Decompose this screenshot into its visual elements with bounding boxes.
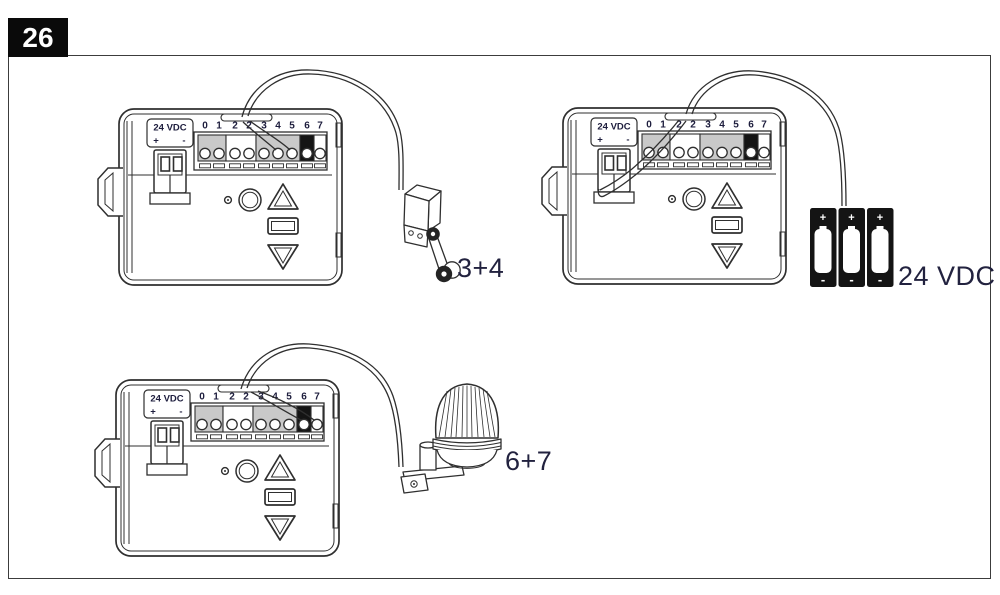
label-limit-switch-terminals: 3+4 bbox=[457, 253, 505, 283]
svg-text:-: - bbox=[821, 272, 825, 287]
lamp-base bbox=[436, 449, 498, 468]
limit-switch bbox=[403, 184, 461, 283]
battery-pack: + + + - - - bbox=[810, 208, 894, 287]
step-number-badge: 26 bbox=[8, 18, 68, 57]
cable-to-flashing-light bbox=[240, 343, 404, 468]
svg-text:+: + bbox=[877, 212, 883, 224]
flashing-light bbox=[400, 383, 502, 494]
internal-wires-limit-switch bbox=[242, 120, 291, 151]
svg-text:+: + bbox=[848, 212, 854, 224]
lever-arm bbox=[428, 235, 449, 270]
svg-text:-: - bbox=[878, 272, 882, 287]
cable-to-battery bbox=[685, 70, 847, 207]
control-unit-top-left bbox=[97, 108, 343, 286]
svg-text:+: + bbox=[820, 212, 826, 224]
svg-text:-: - bbox=[849, 272, 853, 287]
control-unit-top-right bbox=[541, 107, 787, 285]
internal-wires-flashing-light bbox=[250, 390, 315, 421]
control-unit-bottom-left bbox=[94, 379, 340, 557]
cable-to-limit-switch bbox=[241, 69, 404, 191]
internal-wires-battery bbox=[597, 119, 687, 198]
label-flashing-light-terminals: 6+7 bbox=[505, 446, 553, 476]
label-battery-voltage: 24 VDC bbox=[898, 261, 996, 291]
